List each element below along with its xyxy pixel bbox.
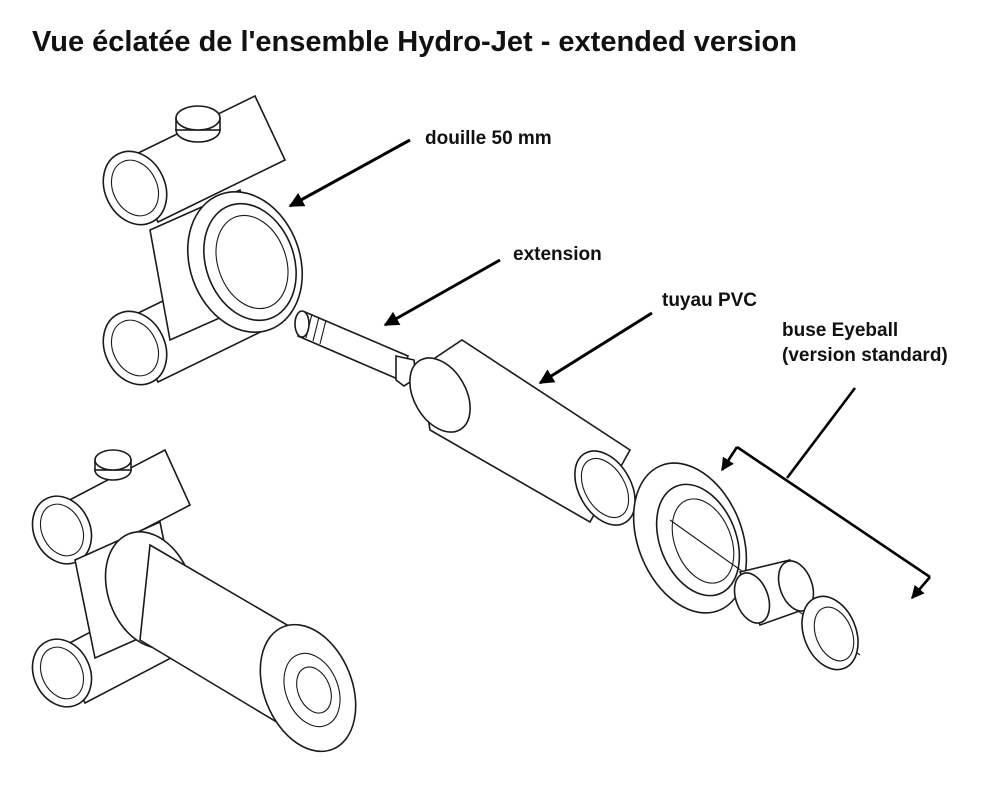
label-douille: douille 50 mm <box>425 128 552 149</box>
pvc-pipe-part <box>409 339 636 526</box>
buse-bracket <box>720 387 931 599</box>
label-tuyau: tuyau PVC <box>662 290 758 311</box>
extension-part <box>294 310 417 387</box>
label-buse-line2: (version standard) <box>782 345 948 366</box>
label-buse-line1: buse Eyeball <box>782 320 899 341</box>
douille-arrow <box>288 138 411 208</box>
extension-arrow <box>383 258 501 327</box>
tuyau-arrow <box>538 311 653 385</box>
hydrojet-assembled <box>31 448 357 753</box>
eyeball-nozzle-part <box>632 462 861 671</box>
label-extension: extension <box>513 244 602 265</box>
hydrojet-body-top <box>102 94 304 386</box>
diagram-title: Vue éclatée de l'ensemble Hydro-Jet - ex… <box>32 26 797 58</box>
